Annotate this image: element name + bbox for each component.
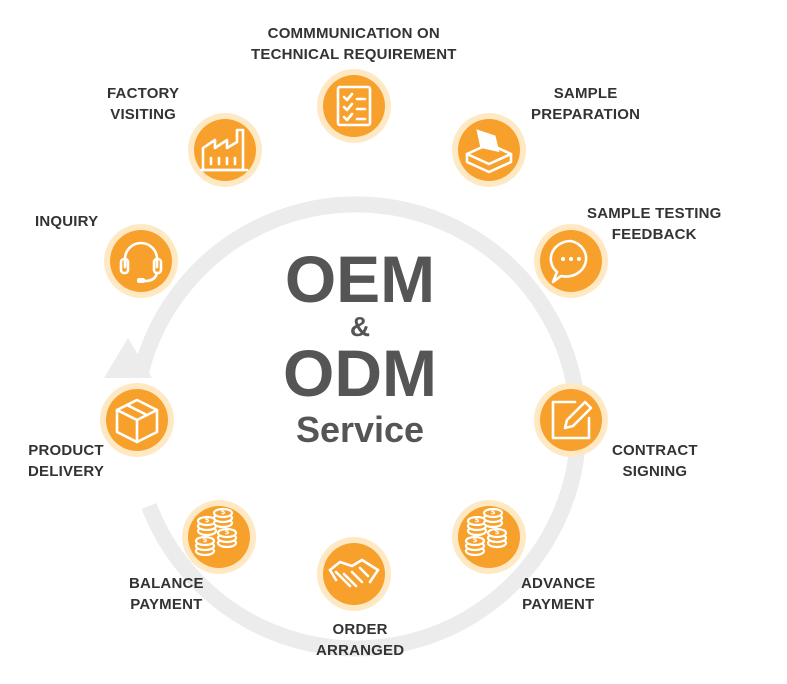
svg-text:$: $: [495, 528, 500, 536]
step-label-line: PRODUCT: [28, 442, 104, 459]
step-label-line: TECHNICAL REQUIREMENT: [251, 46, 457, 63]
handshake-icon: [328, 558, 380, 588]
svg-text:$: $: [203, 536, 208, 544]
step-node-disc: [194, 119, 256, 181]
cycle-arrowhead: [104, 338, 152, 378]
step-label-line: CONTRACT: [612, 442, 698, 459]
svg-text:$: $: [491, 508, 496, 516]
step-label-balance-payment: BALANCE PAYMENT: [129, 573, 204, 615]
step-node-balance-payment: $ $ $ $: [182, 500, 256, 574]
package-icon: [115, 398, 159, 444]
step-label-line: ORDER: [332, 621, 388, 638]
step-label-line: COMMMUNICATION ON: [267, 25, 440, 42]
center-title-service: Service: [295, 409, 425, 450]
step-node-product-delivery: [100, 383, 174, 457]
step-node-inquiry: [104, 224, 178, 298]
step-label-sample-testing: SAMPLE TESTING FEEDBACK: [587, 203, 721, 245]
step-node-factory: [188, 113, 262, 187]
step-label-line: DELIVERY: [28, 463, 105, 480]
step-label-communication: COMMMUNICATION ON TECHNICAL REQUIREMENT: [251, 23, 457, 65]
step-label-line: ARRANGED: [316, 642, 405, 659]
step-label-advance-payment: ADVANCE PAYMENT: [521, 573, 595, 615]
center-title-oem: OEM: [284, 242, 436, 316]
checklist-icon: [336, 85, 372, 127]
step-label-inquiry: INQUIRY: [35, 211, 98, 232]
step-label-line: SAMPLE: [553, 85, 618, 102]
factory-icon: [199, 128, 249, 172]
step-label-sample-preparation: SAMPLE PREPARATION: [531, 83, 640, 125]
step-label-product-delivery: PRODUCT DELIVERY: [28, 440, 104, 482]
edit-icon: [551, 400, 593, 440]
step-node-disc: [323, 75, 385, 137]
center-ampersand: &: [349, 311, 371, 342]
chat-bubble-icon: [549, 239, 588, 284]
step-label-line: ADVANCE: [521, 575, 596, 592]
step-label-order: ORDER ARRANGED: [316, 619, 404, 661]
step-label-line: FEEDBACK: [611, 226, 697, 243]
step-label-line: SAMPLE TESTING: [587, 205, 722, 222]
step-label-line: SIGNING: [622, 463, 688, 480]
step-node-disc: [540, 389, 602, 451]
center-title-odm: ODM: [283, 336, 437, 410]
svg-text:$: $: [225, 528, 230, 536]
svg-text:$: $: [221, 508, 226, 516]
step-label-factory: FACTORY VISITING: [107, 83, 179, 125]
step-label-line: BALANCE: [129, 575, 204, 592]
step-node-order: [317, 537, 391, 611]
svg-text:$: $: [475, 516, 480, 524]
step-label-line: PAYMENT: [522, 596, 595, 613]
svg-text:$: $: [473, 536, 478, 544]
step-node-advance-payment: $ $ $ $: [452, 500, 526, 574]
headset-icon: [119, 241, 163, 283]
step-label-line: PAYMENT: [130, 596, 203, 613]
svg-text:$: $: [205, 516, 210, 524]
step-node-contract: [534, 383, 608, 457]
step-node-communication: [317, 69, 391, 143]
step-label-line: INQUIRY: [35, 213, 99, 230]
step-label-contract: CONTRACT SIGNING: [612, 440, 698, 482]
coins-icon: $ $ $ $: [464, 507, 508, 557]
coins-icon: $ $ $ $: [194, 507, 238, 557]
step-label-line: VISITING: [110, 106, 177, 123]
step-label-line: FACTORY: [107, 85, 180, 102]
step-label-line: PREPARATION: [531, 106, 641, 123]
step-node-sample-testing: [534, 224, 608, 298]
step-node-sample-preparation: [452, 113, 526, 187]
box-tray-icon: [465, 129, 513, 174]
